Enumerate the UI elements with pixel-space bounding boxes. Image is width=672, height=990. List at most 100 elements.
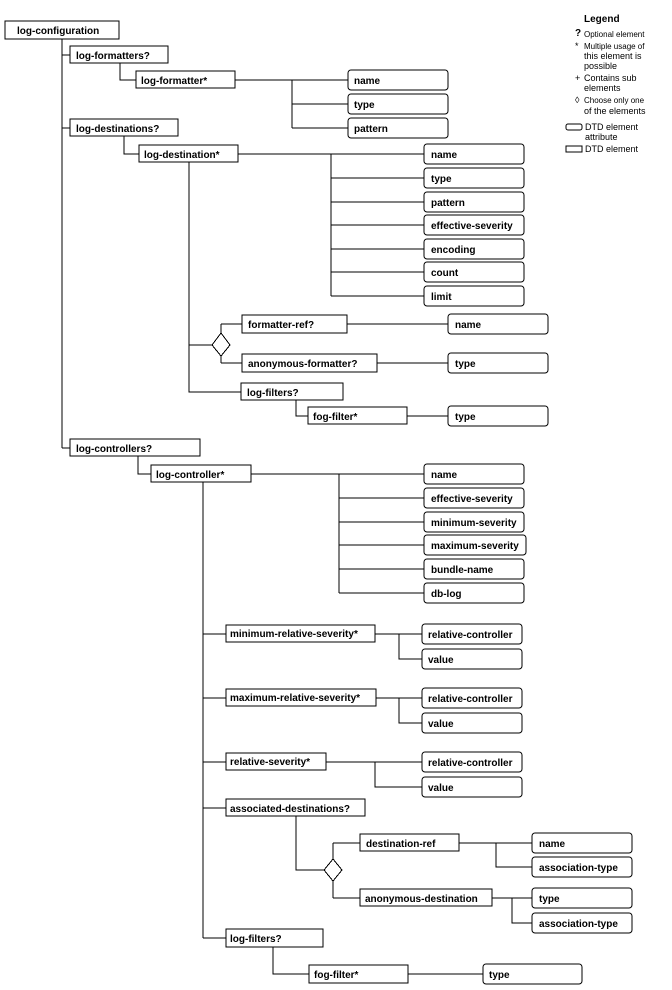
attr-max-rel-sev-value: value (421, 712, 523, 734)
node-anonymous-formatter: anonymous-formatter? (241, 353, 378, 373)
attr-destination-limit: limit (423, 285, 525, 307)
attr-fog-filter-destination-type: type (447, 405, 549, 427)
attr-destination-encoding: encoding (423, 238, 525, 260)
legend-sub-text-1: Contains sub (584, 73, 637, 83)
svg-text:log-destination*: log-destination* (144, 150, 220, 161)
node-relative-severity: relative-severity* (225, 752, 327, 771)
attr-controller-bundle-name: bundle-name (423, 558, 525, 580)
svg-text:log-formatter*: log-formatter* (141, 76, 207, 87)
svg-text:value: value (428, 719, 454, 730)
svg-text:value: value (428, 655, 454, 666)
attr-destination-ref-name: name (531, 832, 633, 854)
node-fog-filter-destination: fog-filter* (307, 406, 408, 425)
svg-text:destination-ref: destination-ref (366, 839, 436, 850)
svg-text:fog-filter*: fog-filter* (313, 412, 358, 423)
svg-text:limit: limit (431, 292, 452, 303)
legend-multiple-text-1: Multiple usage of (584, 42, 645, 51)
svg-text:association-type: association-type (539, 863, 618, 874)
attr-destination-count: count (423, 261, 525, 283)
node-log-destinations: log-destinations? (69, 118, 179, 137)
attr-min-rel-sev-value: value (421, 648, 523, 670)
legend-attribute-text-2: attribute (585, 132, 618, 142)
attr-controller-name: name (423, 463, 525, 485)
attr-destination-name: name (423, 143, 525, 165)
node-log-configuration: log-configuration (4, 20, 120, 40)
legend-multiple-symbol: * (575, 41, 579, 51)
legend-choice-symbol: ◊ (575, 95, 580, 105)
svg-text:value: value (428, 783, 454, 794)
attr-rel-sev-relative-controller: relative-controller (421, 751, 523, 773)
svg-text:type: type (489, 970, 510, 981)
svg-text:minimum-relative-severity*: minimum-relative-severity* (230, 629, 358, 640)
svg-text:log-controller*: log-controller* (156, 470, 224, 481)
svg-text:relative-controller: relative-controller (428, 694, 513, 705)
svg-text:type: type (431, 174, 452, 185)
svg-text:maximum-relative-severity*: maximum-relative-severity* (230, 693, 360, 704)
svg-text:log-filters?: log-filters? (247, 388, 299, 399)
svg-text:log-configuration: log-configuration (17, 26, 99, 37)
attr-formatter-type: type (347, 93, 449, 115)
svg-text:type: type (455, 412, 476, 423)
node-maximum-relative-severity: maximum-relative-severity* (225, 688, 377, 707)
attr-destination-pattern: pattern (423, 191, 525, 213)
node-log-formatters: log-formatters? (69, 45, 169, 64)
node-destination-ref: destination-ref (359, 833, 460, 852)
svg-text:minimum-severity: minimum-severity (431, 518, 517, 529)
connector-lines (61, 39, 532, 975)
svg-text:anonymous-destination: anonymous-destination (365, 894, 478, 905)
svg-text:effective-severity: effective-severity (431, 221, 513, 232)
legend-optional-text: Optional element (584, 30, 645, 39)
legend-title: Legend (584, 14, 620, 25)
svg-text:associated-destinations?: associated-destinations? (230, 804, 350, 815)
legend-attribute-text-1: DTD element (585, 122, 639, 132)
attr-controller-db-log: db-log (423, 582, 525, 604)
svg-text:association-type: association-type (539, 919, 618, 930)
svg-text:formatter-ref?: formatter-ref? (248, 320, 314, 331)
legend-choice-text-1: Choose only one (584, 96, 645, 105)
svg-text:log-formatters?: log-formatters? (76, 51, 150, 62)
attr-formatter-pattern: pattern (347, 117, 449, 139)
svg-text:name: name (455, 320, 482, 331)
elements: log-configuration log-formatters? log-fo… (4, 20, 493, 984)
svg-text:anonymous-formatter?: anonymous-formatter? (248, 359, 357, 370)
attr-fog-filter-controller-type: type (482, 963, 583, 985)
legend-choice-text-2: of the elements (584, 106, 646, 116)
svg-text:relative-severity*: relative-severity* (230, 757, 310, 768)
svg-text:type: type (539, 894, 560, 905)
svg-text:name: name (431, 470, 458, 481)
svg-text:log-destinations?: log-destinations? (76, 124, 159, 135)
svg-text:effective-severity: effective-severity (431, 494, 513, 505)
attributes: name type pattern name type pattern effe… (347, 69, 633, 985)
svg-text:name: name (431, 150, 458, 161)
legend-optional-symbol: ? (575, 28, 581, 39)
node-log-destination: log-destination* (138, 144, 239, 163)
attr-anonymous-destination-association-type: association-type (531, 912, 633, 934)
legend-element-swatch (565, 145, 583, 153)
node-minimum-relative-severity: minimum-relative-severity* (225, 624, 376, 643)
node-log-filters-controller: log-filters? (225, 928, 324, 948)
svg-text:type: type (455, 359, 476, 370)
svg-text:db-log: db-log (431, 589, 462, 600)
svg-text:name: name (539, 839, 566, 850)
node-log-controller: log-controller* (150, 464, 252, 483)
attr-max-rel-sev-relative-controller: relative-controller (421, 687, 523, 709)
svg-text:encoding: encoding (431, 245, 475, 256)
node-associated-destinations: associated-destinations? (225, 798, 366, 817)
attr-controller-maximum-severity: maximum-severity (423, 534, 527, 556)
attr-formatter-name: name (347, 69, 449, 91)
attr-anonymous-destination-type: type (531, 887, 633, 909)
attr-rel-sev-value: value (421, 776, 523, 798)
legend-sub-symbol: + (575, 73, 580, 83)
node-log-formatter: log-formatter* (135, 70, 236, 89)
node-formatter-ref: formatter-ref? (241, 314, 348, 334)
legend-multiple-text-2: this element is (584, 51, 642, 61)
attr-anonymous-formatter-type: type (447, 352, 549, 374)
choice-diamond (323, 858, 343, 882)
attr-destination-ref-association-type: association-type (531, 856, 633, 878)
svg-text:relative-controller: relative-controller (428, 630, 513, 641)
svg-text:bundle-name: bundle-name (431, 565, 494, 576)
svg-text:type: type (354, 100, 375, 111)
svg-text:count: count (431, 268, 459, 279)
attr-destination-effective-severity: effective-severity (423, 214, 525, 236)
